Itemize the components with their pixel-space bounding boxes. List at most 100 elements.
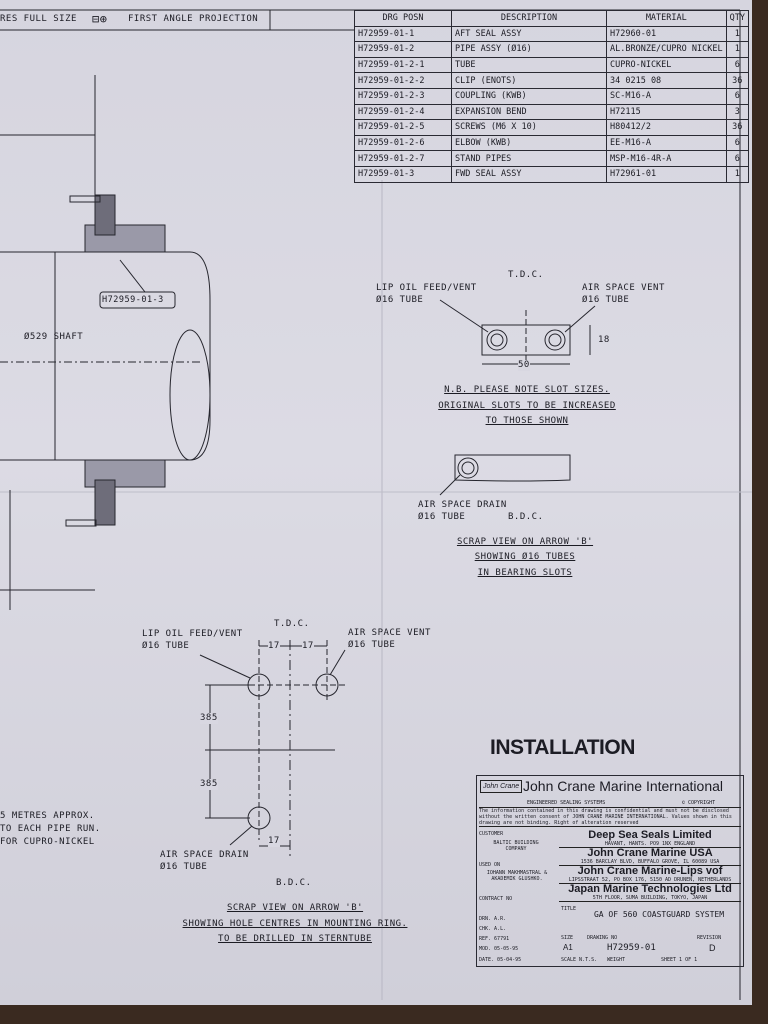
hole-air-drain-label: AIR SPACE DRAIN	[160, 850, 249, 860]
cell-description: COUPLING (KWB)	[451, 87, 607, 105]
cell-drg-posn: H72959-01-2	[354, 41, 452, 58]
hole-dim-17-bottom: 17	[268, 836, 280, 847]
shaft-label: Ø529 SHAFT	[24, 332, 84, 342]
projection-label: FIRST ANGLE PROJECTION	[128, 14, 259, 24]
cell-qty: 6	[725, 134, 749, 152]
hole-dim-385-top: 385	[200, 713, 218, 724]
date: DATE. 05-04-95	[479, 957, 522, 963]
hole-bdc-label: B.D.C.	[276, 878, 312, 888]
drawing-linework	[0, 9, 752, 1000]
cell-material: 34 0215 08	[606, 72, 727, 89]
slot-note-line2: ORIGINAL SLOTS TO BE INCREASED	[438, 401, 616, 411]
hole-centres-drawing	[199, 640, 346, 860]
cell-material: EE-M16-A	[606, 134, 727, 152]
hole-air-tube-label: Ø16 TUBE	[348, 640, 396, 650]
hole-dim-385-bottom: 385	[200, 779, 218, 790]
hole-air-vent-label: AIR SPACE VENT	[348, 628, 431, 638]
office-name: John Crane Marine USA	[587, 847, 713, 859]
slot-air-tube-label: Ø16 TUBE	[582, 295, 630, 305]
title-block: John Crane John Crane Marine Internation…	[476, 775, 744, 967]
cell-material: H80412/2	[606, 119, 727, 136]
cell-qty: 36	[725, 72, 749, 89]
slot-height-dim: 18	[598, 335, 610, 345]
slot-width-dim: 50	[518, 360, 530, 371]
cell-description: FWD SEAL ASSY	[451, 165, 607, 183]
title-label: TITLE	[561, 906, 577, 912]
cell-drg-posn: H72959-01-2-7	[354, 150, 452, 167]
weight: WEIGHT	[607, 957, 626, 963]
parts-table: DRG POSN DESCRIPTION MATERIAL QTY H72959…	[354, 10, 749, 183]
slot-bdc-label: B.D.C.	[508, 512, 544, 522]
cell-drg-posn: H72959-01-3	[354, 165, 452, 183]
drawing-no-label: DRAWING NO	[587, 935, 618, 941]
sheet: SHEET 1 OF 1	[661, 957, 698, 963]
header-material: MATERIAL	[606, 10, 727, 27]
installation-heading: INSTALLATION	[490, 736, 635, 759]
contract-label: CONTRACT NO	[479, 896, 513, 902]
used-on-label: USED ON	[479, 862, 501, 868]
slot-note-line3: TO THOSE SHOWN	[485, 416, 569, 426]
header-qty: QTY	[725, 10, 749, 27]
header-description: DESCRIPTION	[451, 10, 607, 27]
hole-tdc-label: T.D.C.	[274, 619, 310, 629]
office-name: Japan Marine Technologies Ltd	[568, 883, 732, 895]
cell-description: STAND PIPES	[451, 150, 607, 167]
drawing-title: GA OF 560 COASTGUARD SYSTEM	[593, 910, 725, 919]
side-note-line3: FOR CUPRO-NICKEL	[0, 837, 95, 847]
hole-caption-line2: SHOWING HOLE CENTRES IN MOUNTING RING.	[182, 919, 408, 929]
checked-by: CHK. A.L.	[479, 926, 507, 932]
drawing-no-value: H72959-01	[607, 943, 656, 953]
slot-air-drain-label: AIR SPACE DRAIN	[418, 500, 507, 510]
cell-qty: 3	[725, 103, 749, 121]
cell-description: CLIP (ENOTS)	[451, 72, 607, 89]
reference: REF. 67791	[479, 936, 510, 942]
first-angle-projection-icon: ⊟⊕	[92, 12, 108, 26]
office-address: HAVANT, HANTS. PO9 1NX ENGLAND	[604, 841, 696, 847]
cell-qty: 36	[725, 119, 749, 136]
cell-drg-posn: H72959-01-2-3	[354, 87, 452, 105]
office-address: LIPSSTRAAT 52, PO BOX 176, 5150 AD DRUNE…	[568, 877, 732, 883]
tagline: ENGINEERED SEALING SYSTEMS	[527, 800, 606, 806]
side-note-line2: TO EACH PIPE RUN.	[0, 824, 101, 834]
confidential-notice: The information contained in this drawin…	[479, 807, 741, 827]
revision-value: D	[709, 943, 716, 953]
cell-material: MSP-M16-4R-A	[606, 150, 727, 167]
slot-lip-oil-label: LIP OIL FEED/VENT	[376, 283, 477, 293]
slot-note-line1: N.B. PLEASE NOTE SLOT SIZES.	[444, 385, 610, 395]
customer-label: CUSTOMER	[479, 831, 504, 837]
cell-material: H72961-01	[606, 165, 727, 183]
side-note-line1: 5 METRES APPROX.	[0, 811, 95, 821]
copyright: © COPYRIGHT	[682, 800, 716, 806]
hole-dim-17-left: 17	[268, 641, 280, 652]
slot-caption-line1: SCRAP VIEW ON ARROW 'B'	[456, 537, 594, 547]
drawn-by: DRN. A.R.	[479, 916, 507, 922]
cell-qty: 6	[725, 150, 749, 167]
cell-description: SCREWS (M6 X 10)	[451, 119, 607, 136]
slot-view-drawing	[439, 299, 596, 496]
hole-lip-tube-label: Ø16 TUBE	[142, 641, 190, 651]
slot-caption-line2: SHOWING Ø16 TUBES	[474, 552, 576, 562]
cell-qty: 6	[725, 87, 749, 105]
cell-drg-posn: H72959-01-2-2	[354, 72, 452, 89]
parts-table-header: DRG POSN DESCRIPTION MATERIAL QTY	[354, 10, 749, 27]
seal-callout: H72959-01-3	[102, 295, 164, 305]
slot-tdc-label: T.D.C.	[508, 270, 544, 280]
cell-description: AFT SEAL ASSY	[451, 25, 607, 43]
cell-material: CUPRO-NICKEL	[606, 56, 727, 74]
scale-note: RES FULL SIZE	[0, 14, 77, 24]
customer-value: BALTIC BUILDING COMPANY	[493, 840, 539, 852]
office-address: 5TH FLOOR, SUMA BUILDING, TOKYO, JAPAN	[592, 895, 708, 901]
cell-qty: 1	[725, 41, 749, 58]
slot-drain-tube-label: Ø16 TUBE	[418, 512, 466, 522]
hole-drain-tube-label: Ø16 TUBE	[160, 862, 208, 872]
